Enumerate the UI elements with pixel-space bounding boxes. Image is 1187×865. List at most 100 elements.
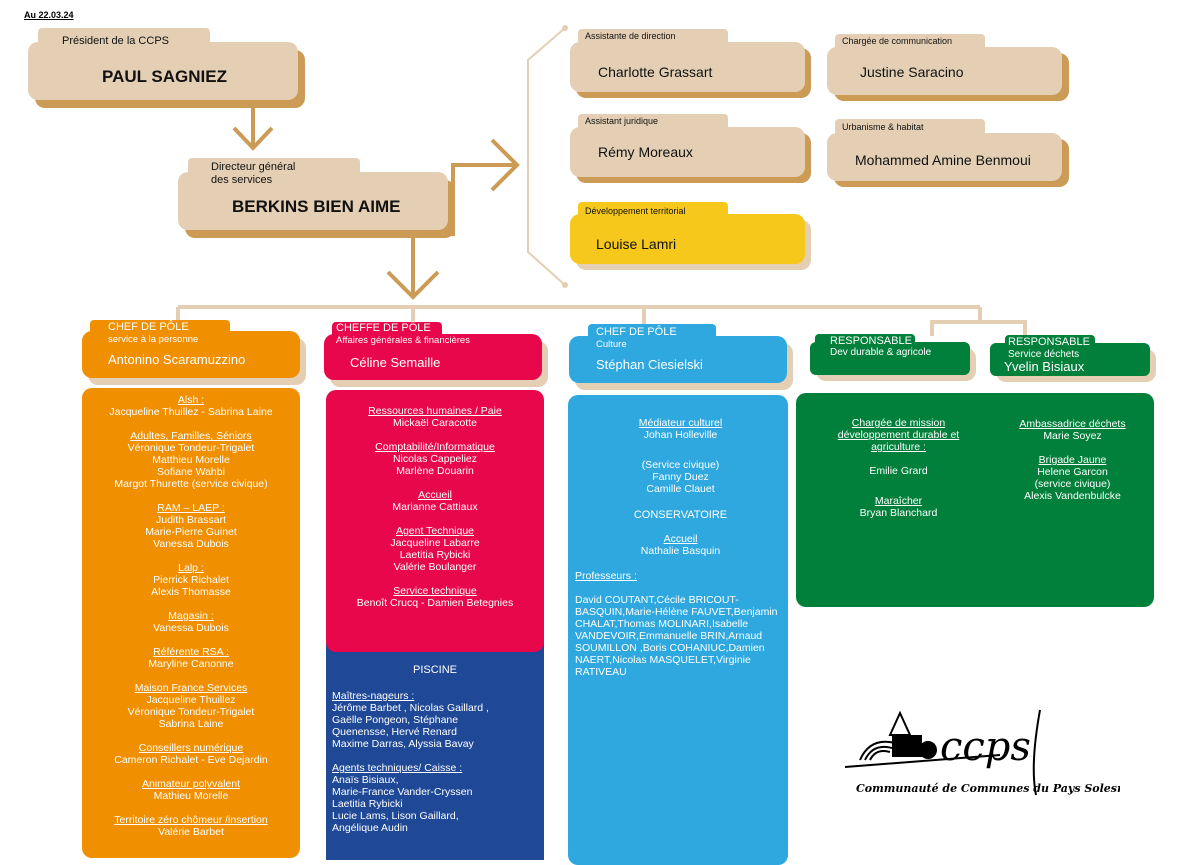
pole-head-name: Antonino Scaramuzzino: [108, 352, 246, 367]
pole-title: CHEFFE DE PÔLE: [336, 322, 431, 334]
person: Marie-Pierre Guinet: [145, 526, 237, 538]
section-title: Maîtres-nageurs :: [332, 690, 415, 702]
piscine-list: Maîtres-nageurs :Jérôme Barbet , Nicolas…: [332, 690, 542, 846]
staff-name: Mohammed Amine Benmoui: [855, 152, 1031, 168]
section: Magasin :Vanessa Dubois: [82, 610, 300, 634]
dg-card: [178, 172, 448, 230]
pole-card-personne: [82, 331, 300, 378]
section-title: Professeurs :: [575, 570, 637, 582]
section-title: Accueil: [663, 533, 698, 545]
section-title: Référente RSA :: [153, 646, 229, 658]
person: Lucie Lams, Lison Gaillard,: [332, 810, 459, 822]
pole-subtitle: service à la personne: [108, 334, 199, 345]
professor: Isabelle VANDEVOIR,: [575, 618, 749, 642]
pole-head-name: Céline Semaille: [350, 355, 441, 370]
person: Quenensse, Hervé Renard: [332, 726, 457, 738]
professor: Arnaud SOUMILLON ,: [575, 630, 763, 654]
pole-head-name: Stéphan Ciesielski: [596, 357, 703, 372]
section-title: Ambassadrice déchets: [1019, 418, 1126, 430]
staff-card: [827, 47, 1062, 95]
section-title: Accueil: [418, 489, 452, 501]
logo-graphic: ccps Communauté de Communes du Pays Sole…: [844, 709, 1146, 796]
pole-card-affaires: [324, 334, 542, 380]
person: Valérie Boulanger: [393, 561, 477, 573]
staff-name: Rémy Moreaux: [598, 144, 693, 160]
person: (service civique): [1034, 478, 1111, 490]
person: Jacqueline Thuillez: [146, 694, 236, 706]
staff-role: Assistante de direction: [585, 31, 676, 41]
professor: Emmanuelle BRIN,: [638, 630, 729, 642]
person: Nathalie Basquin: [640, 545, 721, 557]
staff-role: Assistant juridique: [585, 116, 659, 126]
pole-head-name: Yvelin Bisiaux: [1004, 359, 1085, 374]
person: Pierrick Richalet: [153, 574, 229, 586]
panel-culture-list: Médiateur culturel Johan Holleville (Ser…: [568, 417, 793, 557]
dg-role: des services: [211, 174, 273, 186]
section-title: (Service civique): [641, 459, 720, 471]
president-role: Président de la CCPS: [62, 35, 169, 47]
person: [826, 453, 971, 465]
person: Helene Garcon: [1037, 466, 1108, 478]
person: Jacqueline Labarre: [390, 537, 480, 549]
person: Vanessa Dubois: [153, 622, 229, 634]
pole-subtitle: Culture: [596, 339, 627, 350]
person: Maxime Darras, Alyssia Bavay: [332, 738, 474, 750]
section-title: RAM – LAEP :: [157, 502, 225, 514]
arrow-down-icon: [386, 236, 440, 300]
arrow-right-icon: [451, 138, 520, 236]
dg-role: Directeur général: [211, 161, 296, 173]
section-title: Agent Technique: [395, 525, 475, 537]
professor: Thomas MOLINARI,: [617, 618, 712, 630]
connector-lines: [176, 25, 1027, 336]
section: Chargée de mission développement durable…: [826, 417, 971, 477]
person: Sofiane Wahbi: [157, 466, 225, 478]
staff-role: Urbanisme & habitat: [842, 122, 924, 132]
person: Anaïs Bisiaux,: [332, 774, 399, 786]
staff-card: [570, 127, 805, 177]
pole-title: RESPONSABLE: [1008, 336, 1090, 348]
professor: Boris COHANIUC,: [642, 642, 729, 654]
person: Jacqueline Thuillez - Sabrina Laine: [109, 406, 273, 418]
piscine-title: PISCINE: [412, 664, 457, 676]
pole-title: CHEF DE PÔLE: [596, 326, 677, 338]
section-title: Agents techniques/ Caisse :: [332, 762, 463, 774]
staff-role: Chargée de communication: [842, 36, 953, 46]
person: Jérôme Barbet , Nicolas Gaillard ,: [332, 702, 489, 714]
pole-card-dev-durable: [810, 342, 970, 375]
person: Margot Thurette (service civique): [114, 478, 268, 490]
person: Mathieu Morelle: [153, 790, 229, 802]
date-label: Au 22.03.24: [24, 10, 74, 20]
svg-text:Communauté de Communes du Pays: Communauté de Communes du Pays Solesmois: [856, 782, 1120, 795]
person: Gaëlle Pongeon, Stéphane: [332, 714, 459, 726]
pole-card-culture: [569, 336, 787, 383]
staff-card: [827, 133, 1062, 181]
professor: David COUTANT,: [575, 594, 657, 606]
person: Benoît Crucq - Damien Betegnies: [356, 597, 514, 609]
arrow-down-icon: [232, 107, 274, 151]
pole-line: [176, 305, 1027, 336]
person: Marie Soyez: [1043, 430, 1102, 442]
panel-environnement: [796, 393, 1154, 607]
dg-name: BERKINS BIEN AIME: [232, 197, 401, 216]
conservatoire-title: CONSERVATOIRE: [633, 509, 728, 521]
professor: Virginie RATIVEAU: [575, 654, 751, 678]
person: Cameron Richalet - Eve Dejardin: [114, 754, 268, 766]
panel-navy: [326, 630, 544, 860]
person: Judith Brassart: [155, 514, 227, 526]
svg-text:ccps: ccps: [940, 724, 1031, 770]
section-title: Territoire zéro chômeur /insertion: [114, 814, 268, 826]
staff-name: Charlotte Grassart: [598, 64, 713, 80]
bracket-line: [527, 27, 566, 286]
person: Marlène Douarin: [396, 465, 474, 477]
pole-subtitle: Affaires générales & financières: [336, 335, 470, 346]
person: Nicolas Cappeliez: [392, 453, 478, 465]
